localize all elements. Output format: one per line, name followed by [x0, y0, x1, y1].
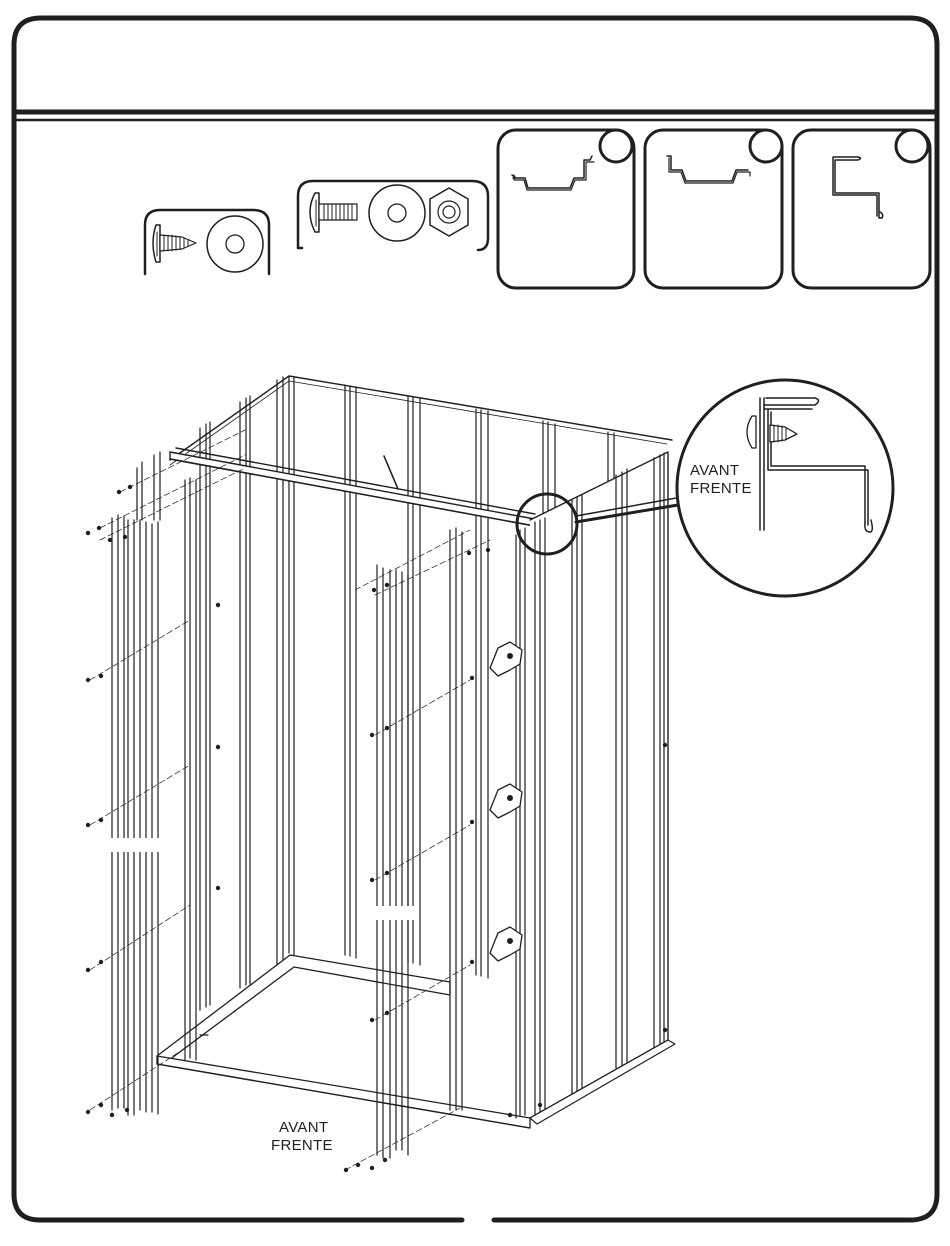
detail-front-label-line1: AVANT — [690, 462, 739, 479]
bolt-kit — [298, 181, 488, 250]
part-box-3 — [793, 130, 930, 288]
channel-profile-icon — [667, 156, 748, 181]
hex-nut-icon — [430, 188, 468, 236]
part-number-badge — [896, 130, 928, 162]
front-label-line1: AVANT — [279, 1119, 328, 1136]
channel-profile-icon — [512, 156, 592, 188]
screw-guide-lines — [90, 430, 490, 1170]
top-beam — [170, 448, 540, 527]
bolt-icon — [310, 193, 357, 232]
hand-icon — [490, 642, 522, 676]
floor-frame — [157, 955, 530, 1128]
left-front-panels — [108, 452, 196, 1115]
detail-front-label-line2: FRENTE — [690, 480, 752, 497]
washer-icon — [207, 216, 263, 272]
self-tapping-screw-icon — [153, 225, 196, 262]
washer-icon — [369, 185, 425, 241]
part-box-2 — [645, 130, 782, 288]
z-bracket-profile-icon — [833, 157, 883, 218]
hand-icon — [490, 784, 522, 818]
part-number-badge — [600, 130, 632, 162]
center-front-panels — [372, 528, 525, 1158]
part-box-1 — [498, 130, 634, 288]
part-number-badge — [750, 130, 782, 162]
front-label-line2: FRENTE — [271, 1137, 333, 1154]
hand-icon — [490, 927, 522, 961]
small-screw-kit — [145, 210, 269, 274]
